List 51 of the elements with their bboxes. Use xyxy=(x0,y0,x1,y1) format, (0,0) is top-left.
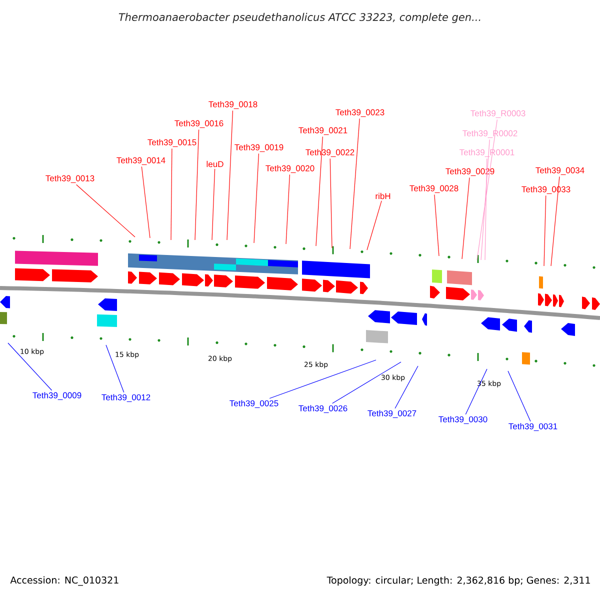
title: Thermoanaerobacter pseudethanolicus ATCC 33223, complete gen... xyxy=(118,12,480,24)
leader-line xyxy=(226,110,234,240)
leader-line xyxy=(286,174,290,244)
footer-text: Accession: NC_010321 xyxy=(10,576,118,586)
leader-line xyxy=(366,200,382,250)
leader-line xyxy=(476,119,498,260)
leader-line xyxy=(462,177,470,260)
leader-line xyxy=(141,166,150,238)
leader-line xyxy=(194,129,200,240)
gene-label: Teth39_0013 xyxy=(46,175,94,183)
leader-line xyxy=(106,344,124,393)
gene-label: Teth39_0031 xyxy=(508,423,558,431)
gene-label: Teth39_R0003 xyxy=(470,110,526,118)
footer-text: Topology: circular; Length: 2,362,816 bp; Genes: 2,311 xyxy=(326,576,590,586)
leader-line xyxy=(350,118,360,250)
leader-line xyxy=(332,362,402,404)
leader-line xyxy=(480,139,490,260)
leader-line xyxy=(269,360,376,399)
leader-line xyxy=(254,153,259,244)
leader-line xyxy=(330,158,332,248)
gene-label: Teth39_0018 xyxy=(208,101,258,109)
leader-line xyxy=(434,194,440,256)
gene-label: Teth39_0023 xyxy=(336,109,384,117)
leader-line xyxy=(212,168,216,240)
leader-line xyxy=(550,176,560,266)
gene-label: Teth39_0014 xyxy=(116,157,166,165)
gene-label: Teth39_0015 xyxy=(148,139,196,147)
leader-line xyxy=(394,366,418,409)
gene-label: leuD xyxy=(206,160,224,168)
gene-label: Teth39_0009 xyxy=(32,392,82,400)
gene-label: Teth39_0021 xyxy=(298,127,348,135)
gene-label: Teth39_0029 xyxy=(446,168,494,176)
gene-label: Teth39_0027 xyxy=(368,410,416,418)
gene-label: Teth39_0016 xyxy=(174,120,224,128)
leader-line xyxy=(316,136,323,246)
leader-line xyxy=(484,158,488,260)
gene-label: Teth39_0034 xyxy=(536,167,584,175)
leader-line xyxy=(8,342,52,391)
gene-label: Teth39_0012 xyxy=(102,394,150,402)
gene-label: Teth39_0019 xyxy=(234,144,284,152)
gene-label: Teth39_0028 xyxy=(410,185,458,193)
leader-line xyxy=(465,368,488,415)
leader-line xyxy=(170,148,172,240)
leader-line xyxy=(508,370,531,422)
gene-label: ribH xyxy=(376,192,390,200)
leader-line xyxy=(544,195,546,266)
gene-label: Teth39_0020 xyxy=(266,165,314,173)
gene-label: Teth39_0026 xyxy=(298,405,348,413)
gene-label: Teth39_0025 xyxy=(230,400,278,408)
gene-label: Teth39_0030 xyxy=(438,416,488,424)
leader-line xyxy=(76,184,136,238)
